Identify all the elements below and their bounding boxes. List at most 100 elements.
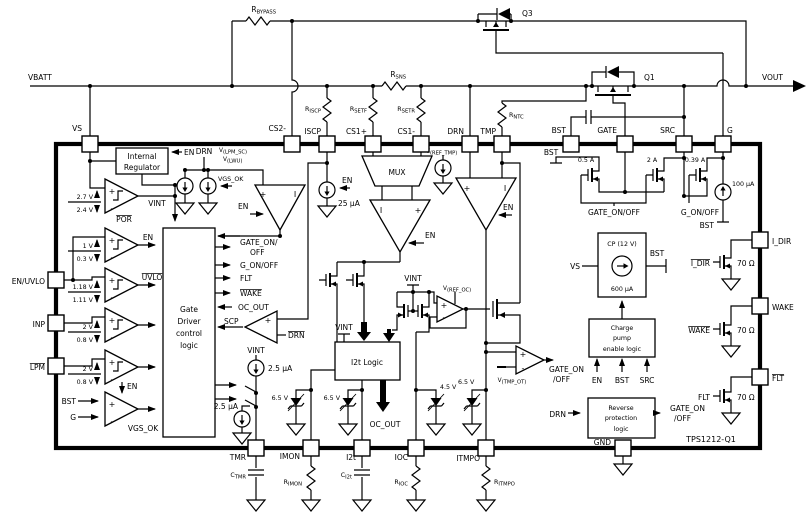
inp-hysteresis-icon [113,319,123,330]
vgs-plus: + [109,400,116,409]
ground-25ua [317,205,337,218]
tmpot-plus: + [520,350,527,359]
vlpmsc-label: V(LPM_SC) [219,148,247,156]
rev-line2: protection [605,415,637,422]
vgsok-enable-label: VGS_OK [218,176,244,183]
ground-rioc [406,499,426,512]
pin-label-imon: IMON [280,452,300,461]
zener-itmpo [463,391,481,413]
cs2-i: I [294,190,296,199]
uvlo-th-high: 1.18 V [73,284,94,291]
ground-vreftmp [433,182,453,195]
scp-drn-label: DRN [288,331,305,340]
capacitor-ctmr [247,469,265,476]
current-source-2p5ua-1 [247,359,265,377]
pin-vs [81,135,99,153]
resistor-rsns [381,81,407,91]
pin-flt [751,368,769,386]
vrefoc-minus: - [443,313,446,322]
por-th-low: 2.4 V [77,207,94,214]
q3-mosfet: Q3 [477,8,724,136]
ritmpo-label: RITMPO [494,479,515,488]
pin-label-tmp: TMP [479,127,496,136]
rioc-label: RIOC [394,479,408,488]
g-driver-fet [688,163,708,187]
tmpamp-i: I [504,184,506,193]
ground-zener-i2t [338,423,358,436]
ground-zener-ioc [426,423,446,436]
pin-label-iscp: ISCP [304,127,321,136]
vint-label: VINT [148,199,166,208]
inp-minus: - [111,333,114,342]
uvlo-minus: - [111,293,114,302]
pin-label-cs2n: CS2- [269,124,287,133]
flt-r70: 70 Ω [737,393,755,402]
rbypass-label: RBYPASS [251,5,276,16]
cpen-en: EN [592,376,602,385]
pin-drop-wires [89,86,685,136]
status-output-fets: I_DIR 70 Ω WAKE 70 Ω FLT 70 Ω [688,239,755,425]
pin-ioc [407,439,425,457]
cs2-en-label: EN [238,202,248,211]
cpen-bst: BST [615,376,630,385]
gd-line2: Driver [177,317,201,326]
pin-label-wake: WAKE [772,303,794,312]
pin-label-cs1n: CS1- [398,127,416,136]
pin-drn [461,135,479,153]
cs2-plus: + [260,190,267,199]
zener-imon [287,391,305,413]
regulator-line1: Internal [128,152,157,161]
por-th-high: 2.7 V [77,194,94,201]
pin-label-inp: INP [33,320,46,329]
mux-sense-amp: MUX I + EN [336,152,435,269]
resistor-ritmpo [481,465,491,491]
ground-zener-itmpo [462,423,482,436]
pin-label-enuvlo: EN/UVLO [12,277,45,286]
ic-pins: VS CS2- ISCP CS1+ CS1- DRN TMP BST GATE … [12,124,794,463]
inp-th-high: 2 V [83,324,94,331]
vbatt-label: VBATT [28,73,52,82]
io-gateon2: OFF [250,248,265,257]
current-source-vlpmsc [176,177,194,195]
gate-pullup-fet [580,163,600,187]
lpm-plus: + [109,358,116,367]
vgs-en-label: EN [127,382,137,391]
vout-label: VOUT [762,73,783,82]
rev-drn-label: DRN [549,410,566,419]
pin-lpm [47,357,65,375]
imon-mirror-fet [318,268,338,292]
io-gateon1: GATE_ON/ [240,238,278,247]
io-wake: WAKE [240,289,262,298]
gate-driver-block [162,227,216,438]
por-hysteresis-icon [113,190,123,201]
regulator-line2: Regulator [124,163,161,172]
rntc-label: RNTC [509,112,524,121]
zener-ioc-label: 4.5 V [440,384,457,391]
scp-plus: + [265,316,272,325]
pin-label-g: G [727,126,733,135]
i2t-logic: VINT I2t Logic 6.5 V OC_OUT [324,323,401,440]
current-source-100ua [714,183,732,201]
por-minus: - [111,204,114,213]
tmp-ot-comparator: + - V(TMP_OT) GATE_ON /OFF [486,344,584,386]
uvlo-out-label: UVLO [142,273,163,282]
i2p5-label-1: 2.5 µA [268,364,293,373]
pin-label-itmpo: ITMPO [456,454,480,463]
flt-fet [712,384,732,408]
vgs-minus: - [111,417,114,426]
tmr-vint-label: VINT [247,346,265,355]
q3-label: Q3 [522,9,533,18]
rimon-label: RIMON [284,479,302,488]
cp-bst-label: BST [650,249,665,258]
ic-internals: Internal Regulator EN VINT + - POR 2.7 V… [62,147,755,445]
uvlo-comparator [104,266,140,304]
tmpot-minus: - [522,364,525,373]
fet-2a-label: 2 A [647,157,658,164]
i2t-logic-label: I2t Logic [351,358,383,367]
g-bst-label: BST [700,221,715,230]
external-bottom-network: CTMR RIMON CI2t RIOC RITMPO [230,456,633,512]
io-flt: FLT [240,274,252,283]
gd-line1: Gate [180,305,198,314]
en-plus: + [109,236,116,245]
